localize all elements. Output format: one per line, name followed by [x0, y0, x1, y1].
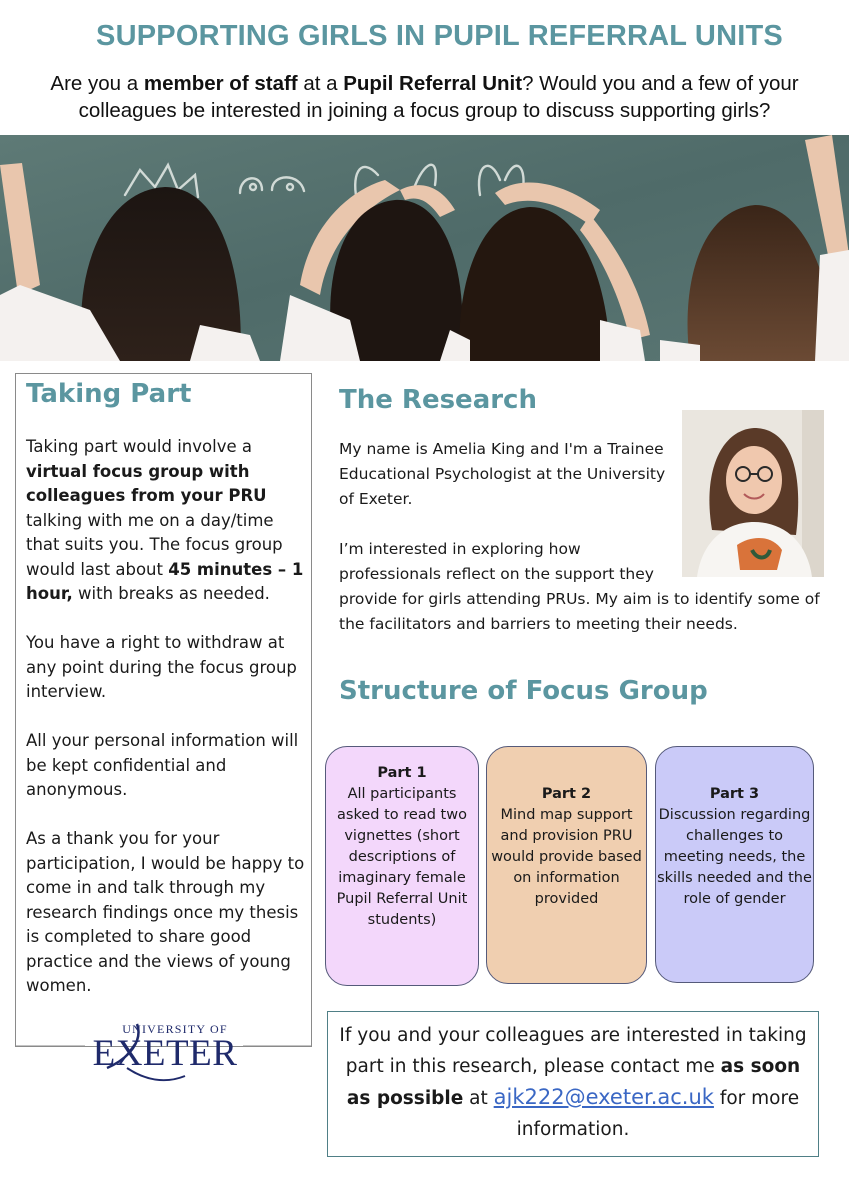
contact-box: If you and your colleagues are intereste… [327, 1011, 819, 1157]
part-title: Part 2 [541, 786, 592, 802]
part-text: All participants asked to read two vigne… [336, 786, 468, 928]
intro-paragraph: My name is Amelia King and I'm a Trainee… [339, 440, 666, 508]
university-logo: UNIVERSITY OF EXETER [15, 1018, 312, 1090]
logo-small-text: UNIVERSITY OF [122, 1022, 228, 1036]
part-text: Mind map support and provision PRU would… [491, 807, 642, 907]
part-3-box: Part 3 Discussion regarding challenges t… [655, 746, 814, 983]
part-title: Part 1 [377, 765, 427, 781]
research-heading: The Research [339, 385, 537, 415]
taking-part-panel [15, 373, 312, 1047]
email-link[interactable]: ajk222@exeter.ac.uk [493, 1085, 714, 1109]
page-title: SUPPORTING GIRLS IN PUPIL REFERRAL UNITS [96, 20, 783, 52]
taking-part-heading: Taking Part [26, 379, 192, 409]
withdraw-paragraph: You have a right to withdraw at any poin… [26, 633, 297, 701]
research-text: My name is Amelia King and I'm a Trainee… [339, 437, 839, 662]
researcher-portrait [682, 410, 824, 577]
banner-photo [0, 135, 849, 361]
part-text: Discussion regarding challenges to meeti… [657, 807, 812, 907]
part-2-box: Part 2 Mind map support and provision PR… [486, 746, 647, 984]
intro-text: Are you a member of staff at a Pupil Ref… [50, 72, 799, 122]
taking-part-paragraph: Taking part would involve a virtual focu… [26, 437, 304, 603]
logo-name: EXETER [93, 1033, 238, 1074]
structure-heading: Structure of Focus Group [339, 676, 708, 706]
part-1-box: Part 1 All participants asked to read tw… [325, 746, 479, 986]
thank-you-paragraph: As a thank you for your participation, I… [26, 829, 305, 995]
confidential-paragraph: All your personal information will be ke… [26, 731, 299, 799]
taking-part-text: Taking part would involve a virtual focu… [26, 435, 308, 1023]
part-title: Part 3 [709, 786, 760, 802]
